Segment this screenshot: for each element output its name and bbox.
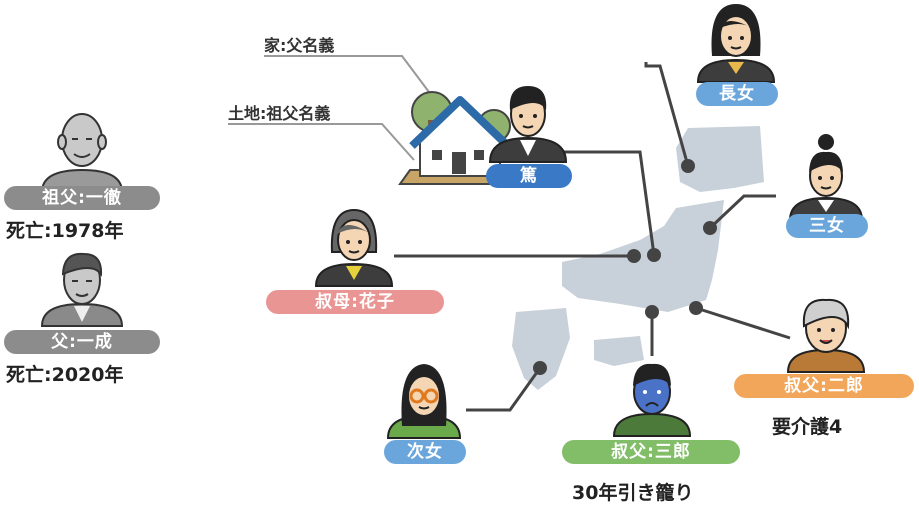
- uncle-saburo-label: 叔父:三郎: [562, 440, 740, 464]
- grandfather-label: 祖父:一徹: [4, 186, 160, 210]
- eldest-daughter-label: 長女: [696, 82, 778, 106]
- second-daughter-label: 次女: [384, 440, 466, 464]
- uncle-saburo-note: 30年引き籠り: [572, 482, 694, 504]
- grandfather-avatar: [40, 113, 124, 193]
- connectors: [394, 62, 791, 412]
- father-avatar: [40, 252, 124, 327]
- connector-dots: [533, 159, 717, 375]
- father-death-note: 死亡:2020年: [6, 364, 124, 386]
- connector-third-daughter: [708, 194, 776, 230]
- third-daughter-label: 三女: [786, 214, 868, 238]
- map-hokkaido: [676, 126, 764, 192]
- land-ownership-label: 土地:祖父名義: [228, 104, 331, 123]
- father-label: 父:一成: [4, 330, 160, 354]
- uncle-saburo-avatar: [612, 363, 692, 437]
- map-kyushu: [512, 308, 570, 390]
- japan-map: [512, 126, 764, 390]
- map-shikoku: [594, 336, 644, 366]
- aunt-avatar: [314, 208, 394, 287]
- second-daughter-avatar: [386, 364, 462, 439]
- connector-eldest-daughter: [644, 62, 690, 167]
- atsushi-label: 篤: [486, 164, 572, 188]
- uncle-jiro-care-note: 要介護4: [772, 416, 843, 438]
- uncle-jiro-avatar: [786, 298, 866, 373]
- uncle-jiro-label: 叔父:二郎: [734, 374, 914, 398]
- third-daughter-avatar: [788, 134, 864, 221]
- connector-uncle-jiro: [695, 306, 791, 340]
- connector-atsushi: [560, 150, 656, 256]
- aunt-label: 叔母:花子: [266, 290, 444, 314]
- eldest-daughter-avatar: [696, 4, 776, 83]
- house-ownership-label: 家:父名義: [264, 36, 335, 55]
- atsushi-avatar: [488, 86, 568, 163]
- grandfather-death-note: 死亡:1978年: [6, 220, 124, 242]
- connector-second-daughter: [466, 367, 542, 412]
- map-honshu: [562, 200, 724, 312]
